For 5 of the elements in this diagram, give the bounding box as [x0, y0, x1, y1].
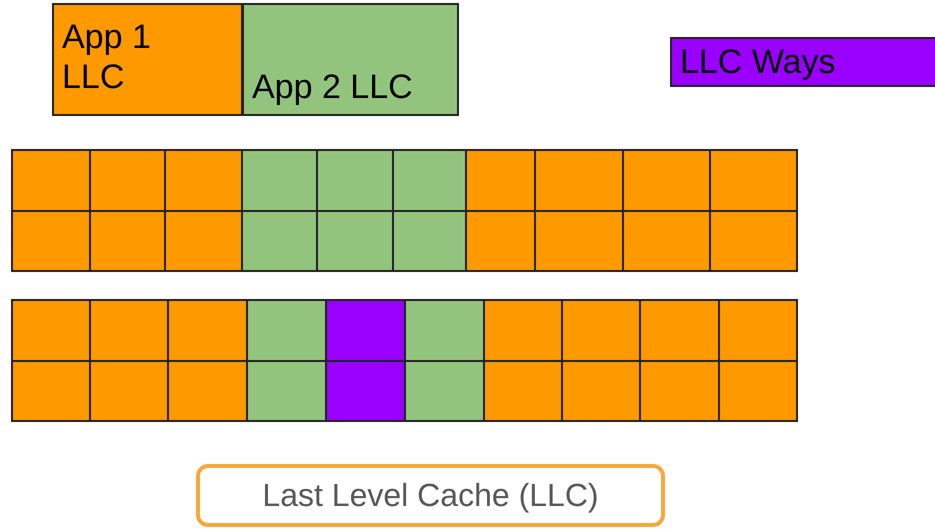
legend-text: App 1 LLC — [62, 17, 152, 97]
legend-text: App 2 LLC — [252, 67, 413, 107]
label-box — [196, 464, 665, 527]
box-label: Last Level Cache (LLC) — [262, 477, 599, 514]
legend-text: LLC Ways — [680, 42, 836, 82]
